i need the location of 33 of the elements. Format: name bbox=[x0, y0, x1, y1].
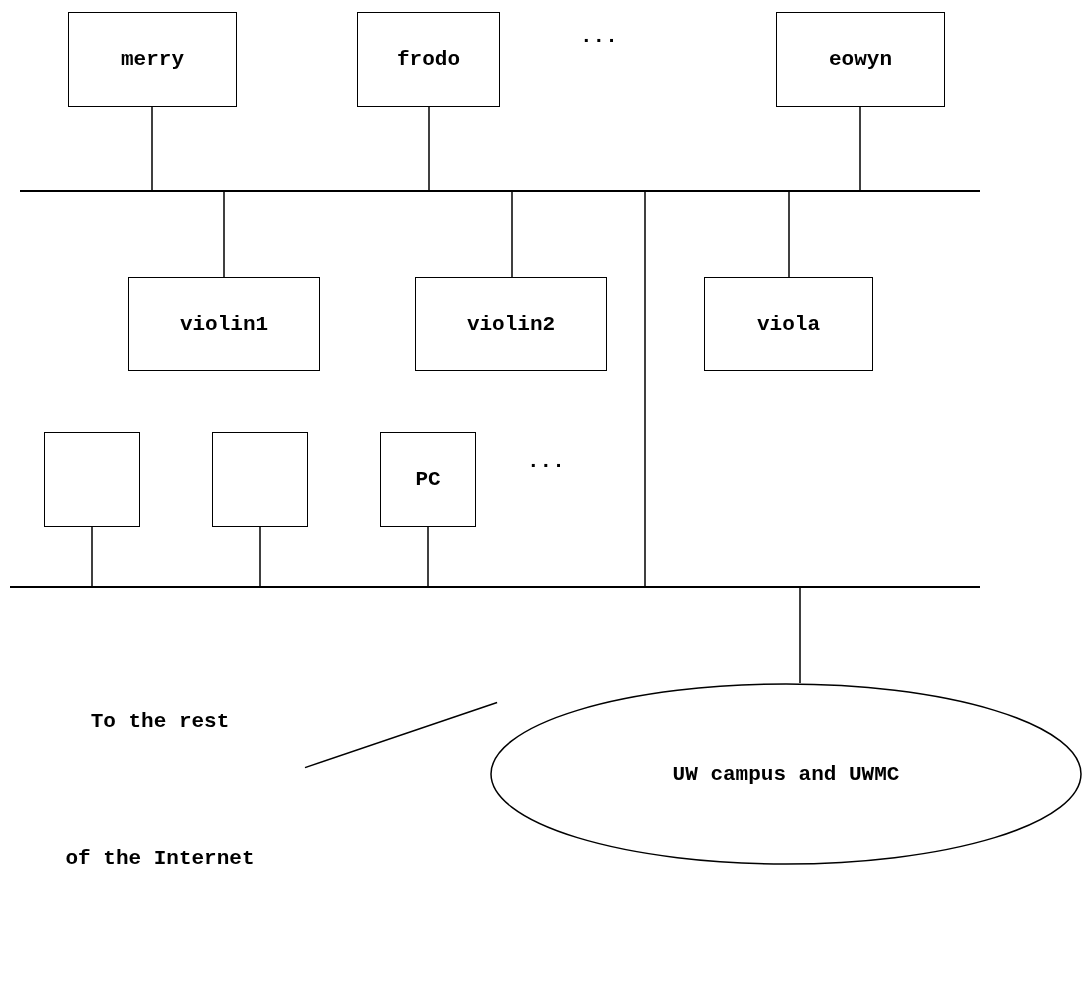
host-name: violin2 bbox=[466, 312, 556, 336]
host-box bbox=[415, 277, 607, 371]
network-cable bbox=[428, 106, 430, 191]
network-cable bbox=[511, 191, 513, 278]
network-cable bbox=[799, 587, 801, 684]
network-name: UW campus and UWMC bbox=[672, 762, 900, 786]
note-text: To the rest bbox=[90, 710, 230, 733]
network-cable bbox=[788, 191, 790, 278]
network-cable bbox=[644, 191, 646, 587]
host-name: frodo bbox=[397, 48, 460, 71]
host-box bbox=[128, 277, 320, 371]
host-name: viola bbox=[757, 312, 820, 336]
host-name: merry bbox=[121, 48, 184, 71]
network-cable bbox=[91, 526, 93, 587]
ellipsis-text: ... bbox=[527, 450, 565, 473]
host-box bbox=[68, 12, 237, 107]
host-name: violin1 bbox=[179, 312, 269, 336]
host-box bbox=[776, 12, 945, 107]
network-cable bbox=[427, 526, 429, 587]
host-name: eowyn bbox=[829, 48, 892, 71]
host-box bbox=[212, 432, 308, 527]
network-cable bbox=[223, 191, 225, 278]
network-cable bbox=[151, 106, 153, 191]
host-box bbox=[380, 432, 476, 527]
host-box bbox=[44, 432, 140, 527]
note-text: of the Internet bbox=[65, 847, 255, 870]
network-cable bbox=[304, 701, 498, 769]
ellipsis-text: ... bbox=[580, 25, 618, 48]
network-cable bbox=[859, 106, 861, 191]
host-box bbox=[704, 277, 873, 371]
network-cable bbox=[259, 526, 261, 587]
host-box bbox=[357, 12, 500, 107]
host-name: PC bbox=[415, 468, 441, 491]
